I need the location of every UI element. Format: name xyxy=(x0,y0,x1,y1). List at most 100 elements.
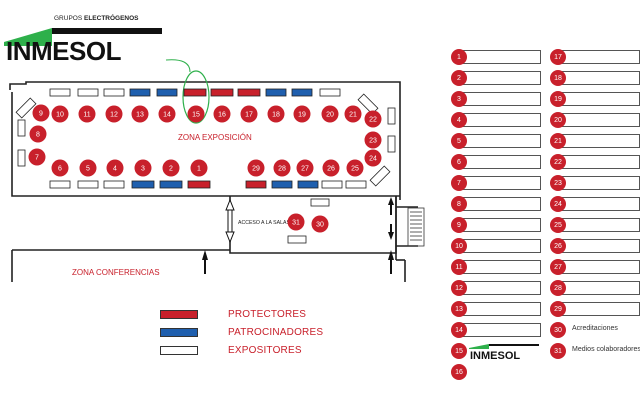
legend-label-expositores: EXPOSITORES xyxy=(228,344,302,356)
directory-number-9: 9 xyxy=(451,217,467,233)
directory-number-8: 8 xyxy=(451,196,467,212)
directory-box-20 xyxy=(558,113,640,127)
directory-box-8 xyxy=(459,197,541,211)
directory-number-26: 26 xyxy=(550,238,566,254)
bottom-row-tables xyxy=(49,165,391,189)
directory-number-27: 27 xyxy=(550,259,566,275)
stand-17-number: 17 xyxy=(245,112,253,119)
stand-14-circle xyxy=(158,105,176,123)
stand-10-circle xyxy=(51,105,69,123)
stand-8-circle xyxy=(29,125,47,143)
stand-31-circle xyxy=(287,213,305,231)
stand-24-number: 24 xyxy=(369,156,377,163)
stand-25-circle xyxy=(346,159,364,177)
legend-protectores: PROTECTORES xyxy=(160,308,306,320)
zone-conferencias-label: ZONA CONFERENCIAS xyxy=(72,268,160,277)
directory-box-9 xyxy=(459,218,541,232)
stand-27-number: 27 xyxy=(301,166,309,173)
stand-30-number: 30 xyxy=(316,222,324,229)
stand-30-circle xyxy=(311,215,329,233)
directory-number-23: 23 xyxy=(550,175,566,191)
logo-tagline: GRUPOS ELECTRÓGENOS xyxy=(54,13,139,22)
directory-box-18 xyxy=(558,71,640,85)
highlight-stand-15 xyxy=(182,70,210,124)
legend-patrocinadores: PATROCINADORES xyxy=(160,326,323,338)
directory-box-4 xyxy=(459,113,541,127)
directory-number-16: 16 xyxy=(451,364,467,380)
stand-26-circle xyxy=(322,159,340,177)
directory-number-6: 6 xyxy=(451,154,467,170)
legend-swatch-expositores xyxy=(160,345,198,355)
stand-6-number: 6 xyxy=(58,166,62,173)
legend-label-patrocinadores: PATROCINADORES xyxy=(228,326,324,338)
stand-26-number: 26 xyxy=(327,166,335,173)
directory-number-22: 22 xyxy=(550,154,566,170)
highlight-pointer-line xyxy=(165,59,191,73)
inmesol-logo: GRUPOS ELECTRÓGENOS INMESOL xyxy=(4,8,162,66)
stand-20-number: 20 xyxy=(326,112,334,119)
stand-14-number: 14 xyxy=(163,112,171,119)
stand-19-number: 19 xyxy=(298,112,306,119)
directory-number-29: 29 xyxy=(550,301,566,317)
stand-12-circle xyxy=(105,105,123,123)
directory-box-30 xyxy=(558,323,640,337)
stand-29-circle xyxy=(247,159,265,177)
directory-number-24: 24 xyxy=(550,196,566,212)
stand-7-circle xyxy=(28,148,46,166)
stand-21-number: 21 xyxy=(349,112,357,119)
directory-box-11 xyxy=(459,260,541,274)
legend-swatch-protectores xyxy=(160,309,198,319)
directory-box-13 xyxy=(459,302,541,316)
legend-label-protectores: PROTECTORES xyxy=(228,308,307,320)
directory-box-25 xyxy=(558,218,640,232)
stand-29-number: 29 xyxy=(252,166,260,173)
stand-24-circle xyxy=(364,149,382,167)
directory-number-1: 1 xyxy=(451,49,467,65)
directory-number-30: 30 xyxy=(550,322,566,338)
stand-15-circle xyxy=(187,105,205,123)
directory-box-28 xyxy=(558,281,640,295)
stand-18-number: 18 xyxy=(272,112,280,119)
directory-box-19 xyxy=(558,92,640,106)
directory-text-30: Acreditaciones xyxy=(572,325,618,332)
directory-box-6 xyxy=(459,155,541,169)
directory-number-15: 15 xyxy=(451,343,467,359)
stand-22-number: 22 xyxy=(369,117,377,124)
entrance-arrows xyxy=(202,197,394,274)
stand-16-number: 16 xyxy=(218,112,226,119)
directory-number-13: 13 xyxy=(451,301,467,317)
directory-box-27 xyxy=(558,260,640,274)
legend-expositores: EXPOSITORES xyxy=(160,344,302,356)
stand-23-number: 23 xyxy=(369,138,377,145)
directory-number-2: 2 xyxy=(451,70,467,86)
stand-3-circle xyxy=(134,159,152,177)
stairs xyxy=(407,207,425,247)
stand-9-circle xyxy=(32,104,50,122)
directory-box-29 xyxy=(558,302,640,316)
directory-box-14 xyxy=(459,323,541,337)
directory-number-10: 10 xyxy=(451,238,467,254)
directory-box-10 xyxy=(459,239,541,253)
stand-25-number: 25 xyxy=(351,166,359,173)
directory-box-24 xyxy=(558,197,640,211)
stand-22-circle xyxy=(364,110,382,128)
stand-2-circle xyxy=(162,159,180,177)
directory-box-26 xyxy=(558,239,640,253)
stand-16-circle xyxy=(213,105,231,123)
stand-1-circle xyxy=(190,159,208,177)
stand-4-circle xyxy=(106,159,124,177)
stand-13-circle xyxy=(131,105,149,123)
stand-8-number: 8 xyxy=(36,132,40,139)
svg-text:INMESOL: INMESOL xyxy=(470,350,520,360)
directory-number-11: 11 xyxy=(451,259,467,275)
directory-box-5 xyxy=(459,134,541,148)
stand-23-circle xyxy=(364,131,382,149)
stand-21-circle xyxy=(344,105,362,123)
directory-number-3: 3 xyxy=(451,91,467,107)
stand-31-number: 31 xyxy=(292,220,300,227)
access-label: ACCESO A LA SALAS xyxy=(238,220,290,226)
stand-10-number: 10 xyxy=(56,112,64,119)
stand-2-number: 2 xyxy=(169,166,173,173)
directory-box-3 xyxy=(459,92,541,106)
access-double-arrow xyxy=(225,198,235,244)
